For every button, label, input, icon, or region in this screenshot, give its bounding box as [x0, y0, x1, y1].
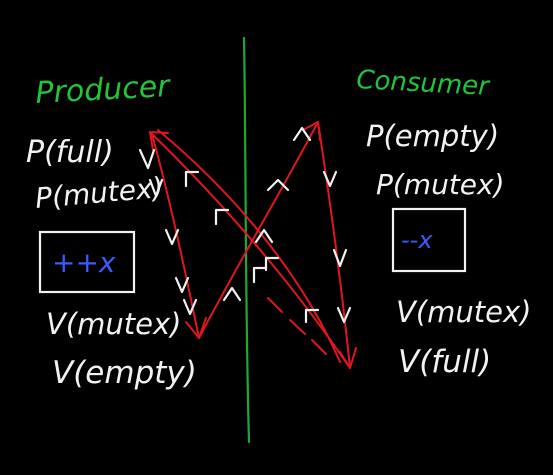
tick-corner-producer-3 — [252, 266, 268, 284]
consumer-critical-section-box — [391, 207, 467, 273]
producer-line-v-mutex: V(mutex) — [46, 307, 181, 341]
consumer-line-v-full: V(full) — [398, 344, 491, 380]
tick-caret-consumer-1 — [266, 178, 290, 192]
step-ticks — [138, 126, 352, 324]
consumer-heading: Consumer — [356, 65, 492, 102]
consumer-line-p-empty: P(empty) — [366, 119, 499, 153]
flow-arrowhead-cross-to-producer — [302, 121, 321, 141]
consumer-line-p-mutex: P(mutex) — [376, 168, 505, 201]
producer-line-p-mutex: P(mutex) — [34, 171, 165, 215]
tick-corner-producer-2 — [214, 208, 230, 226]
flow-arrow-cross-to-producer — [198, 121, 319, 339]
producer-line-v-empty: V(empty) — [52, 355, 197, 391]
producer-critical-section-box — [38, 230, 136, 294]
tick-caret-consumer-2 — [292, 126, 312, 142]
flow-arrow-producer-down — [151, 133, 200, 339]
tick-corner-consumer-2 — [264, 256, 280, 272]
tick-v-consumer-1 — [322, 170, 338, 188]
producer-line-p-full: P(full) — [26, 135, 114, 170]
flow-arrowhead-consumer-down — [339, 347, 357, 369]
tick-v-producer-2 — [148, 178, 164, 198]
tick-v-producer-3 — [164, 228, 180, 246]
consumer-column: Consumer P(empty) P(mutex) --x V(mutex) … — [356, 65, 532, 380]
tick-v-producer-5 — [182, 298, 198, 316]
consumer-line-v-mutex: V(mutex) — [396, 295, 531, 329]
producer-column: Producer P(full) P(mutex) ++x V(mutex) V… — [26, 69, 197, 391]
tick-v-consumer-2 — [332, 248, 348, 268]
tick-v-producer-4 — [174, 276, 190, 294]
producer-critical-section-code: ++x — [52, 246, 116, 279]
flow-arrow-dashed-return — [267, 297, 327, 355]
execution-flow-arrows — [149, 121, 357, 369]
consumer-critical-section-code: --x — [401, 226, 433, 254]
tick-v-producer-1 — [138, 148, 156, 170]
flow-arrow-consumer-down — [317, 121, 351, 369]
tick-caret-producer-2 — [254, 228, 274, 244]
tick-v-consumer-3 — [336, 306, 352, 324]
flow-arrowhead-cross-to-consumer — [149, 131, 169, 151]
tick-corner-consumer-1 — [304, 308, 320, 324]
tick-corner-producer-1 — [184, 170, 200, 188]
tick-caret-producer-1 — [222, 286, 242, 302]
center-divider-line — [242, 36, 251, 444]
producer-heading: Producer — [35, 69, 172, 111]
